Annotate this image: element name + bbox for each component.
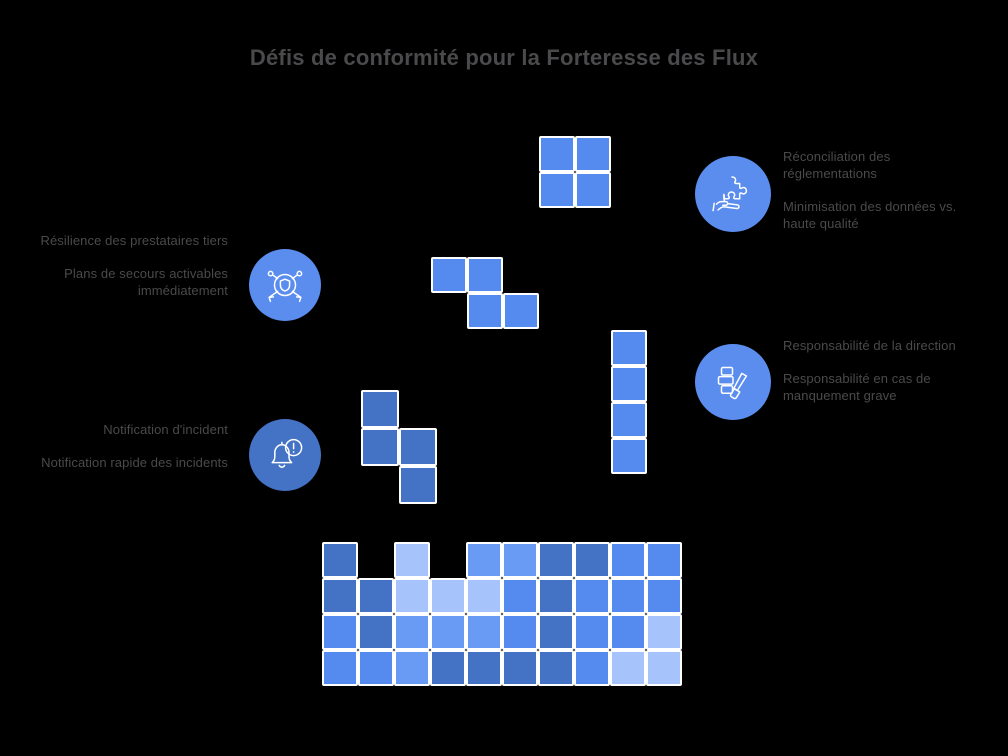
text-block-incident: Notification d'incident Notification rap… (30, 421, 228, 471)
heatmap-cell (610, 578, 646, 614)
heatmap-cell (538, 578, 574, 614)
block-cell (611, 438, 647, 474)
heatmap-cell (502, 578, 538, 614)
heatmap-cell (394, 542, 430, 578)
icon-badge-incident (249, 419, 321, 491)
heatmap-cell (358, 578, 394, 614)
heatmap-cell (538, 650, 574, 686)
block-cell (399, 428, 437, 466)
heatmap-cell (502, 542, 538, 578)
heatmap-cell (394, 650, 430, 686)
heading-direction: Responsabilité de la direction (783, 338, 956, 353)
heatmap-cell (322, 578, 358, 614)
block-cell (611, 330, 647, 366)
heatmap-cell (646, 614, 682, 650)
heatmap-cell (466, 542, 502, 578)
text-block-reglementations: Réconciliation des réglementations Minim… (783, 148, 983, 232)
page-title: Défis de conformité pour la Forteresse d… (249, 45, 759, 70)
heatmap-cell (538, 542, 574, 578)
heatmap-cell (574, 578, 610, 614)
block-cell (575, 136, 611, 172)
heatmap-cell (610, 650, 646, 686)
heatmap-cell (466, 650, 502, 686)
icon-badge-reglementations (695, 156, 771, 232)
bell-alert-icon (271, 438, 303, 468)
shield-network-icon (267, 270, 303, 303)
detail-incident: Notification rapide des incidents (41, 455, 228, 470)
heatmap-cell (430, 542, 466, 578)
block-cell (539, 172, 575, 208)
heatmap-cell (358, 614, 394, 650)
block-cell (575, 172, 611, 208)
heatmap-cell (322, 542, 358, 578)
heatmap-cell (610, 614, 646, 650)
heatmap-cell (466, 578, 502, 614)
block-cell (467, 293, 503, 329)
heatmap-cell (574, 614, 610, 650)
heatmap-cell (322, 614, 358, 650)
heatmap-cell (430, 578, 466, 614)
detail-prestataires: Plans de secours activables immédiatemen… (64, 266, 228, 298)
block-cell (611, 402, 647, 438)
block-cell (467, 257, 503, 293)
heatmap-cell (646, 542, 682, 578)
heatmap-cell (322, 650, 358, 686)
heatmap-cell (574, 650, 610, 686)
text-block-direction: Responsabilité de la direction Responsab… (783, 337, 983, 404)
heatmap-cell (394, 578, 430, 614)
block-cell (539, 136, 575, 172)
heatmap-cell (610, 542, 646, 578)
heatmap-cell (646, 650, 682, 686)
heading-incident: Notification d'incident (103, 422, 228, 437)
heatmap-cell (646, 578, 682, 614)
block-cell (431, 257, 467, 293)
heatmap-cell (394, 614, 430, 650)
heading-reglementations: Réconciliation des réglementations (783, 149, 891, 181)
block-cell (399, 466, 437, 504)
icon-badge-prestataires (249, 249, 321, 321)
block-cell (361, 390, 399, 428)
bricks-trowel-icon (717, 366, 748, 400)
heatmap-cell (538, 614, 574, 650)
heatmap-cell (502, 650, 538, 686)
heading-prestataires: Résilience des prestataires tiers (40, 233, 228, 248)
detail-direction: Responsabilité en cas de manquement grav… (783, 371, 931, 403)
detail-reglementations: Minimisation des données vs. haute quali… (783, 199, 957, 231)
block-cell (611, 366, 647, 402)
heatmap-cell (358, 650, 394, 686)
icon-badge-direction (695, 344, 771, 420)
hand-puzzle-icon (712, 176, 748, 212)
heatmap-cell (358, 542, 394, 578)
block-cell (361, 428, 399, 466)
block-cell (503, 293, 539, 329)
heatmap-cell (466, 614, 502, 650)
heatmap-grid (322, 542, 682, 686)
text-block-prestataires: Résilience des prestataires tiers Plans … (30, 232, 228, 299)
heatmap-cell (574, 542, 610, 578)
heatmap-cell (430, 650, 466, 686)
heatmap-cell (430, 614, 466, 650)
heatmap-cell (502, 614, 538, 650)
